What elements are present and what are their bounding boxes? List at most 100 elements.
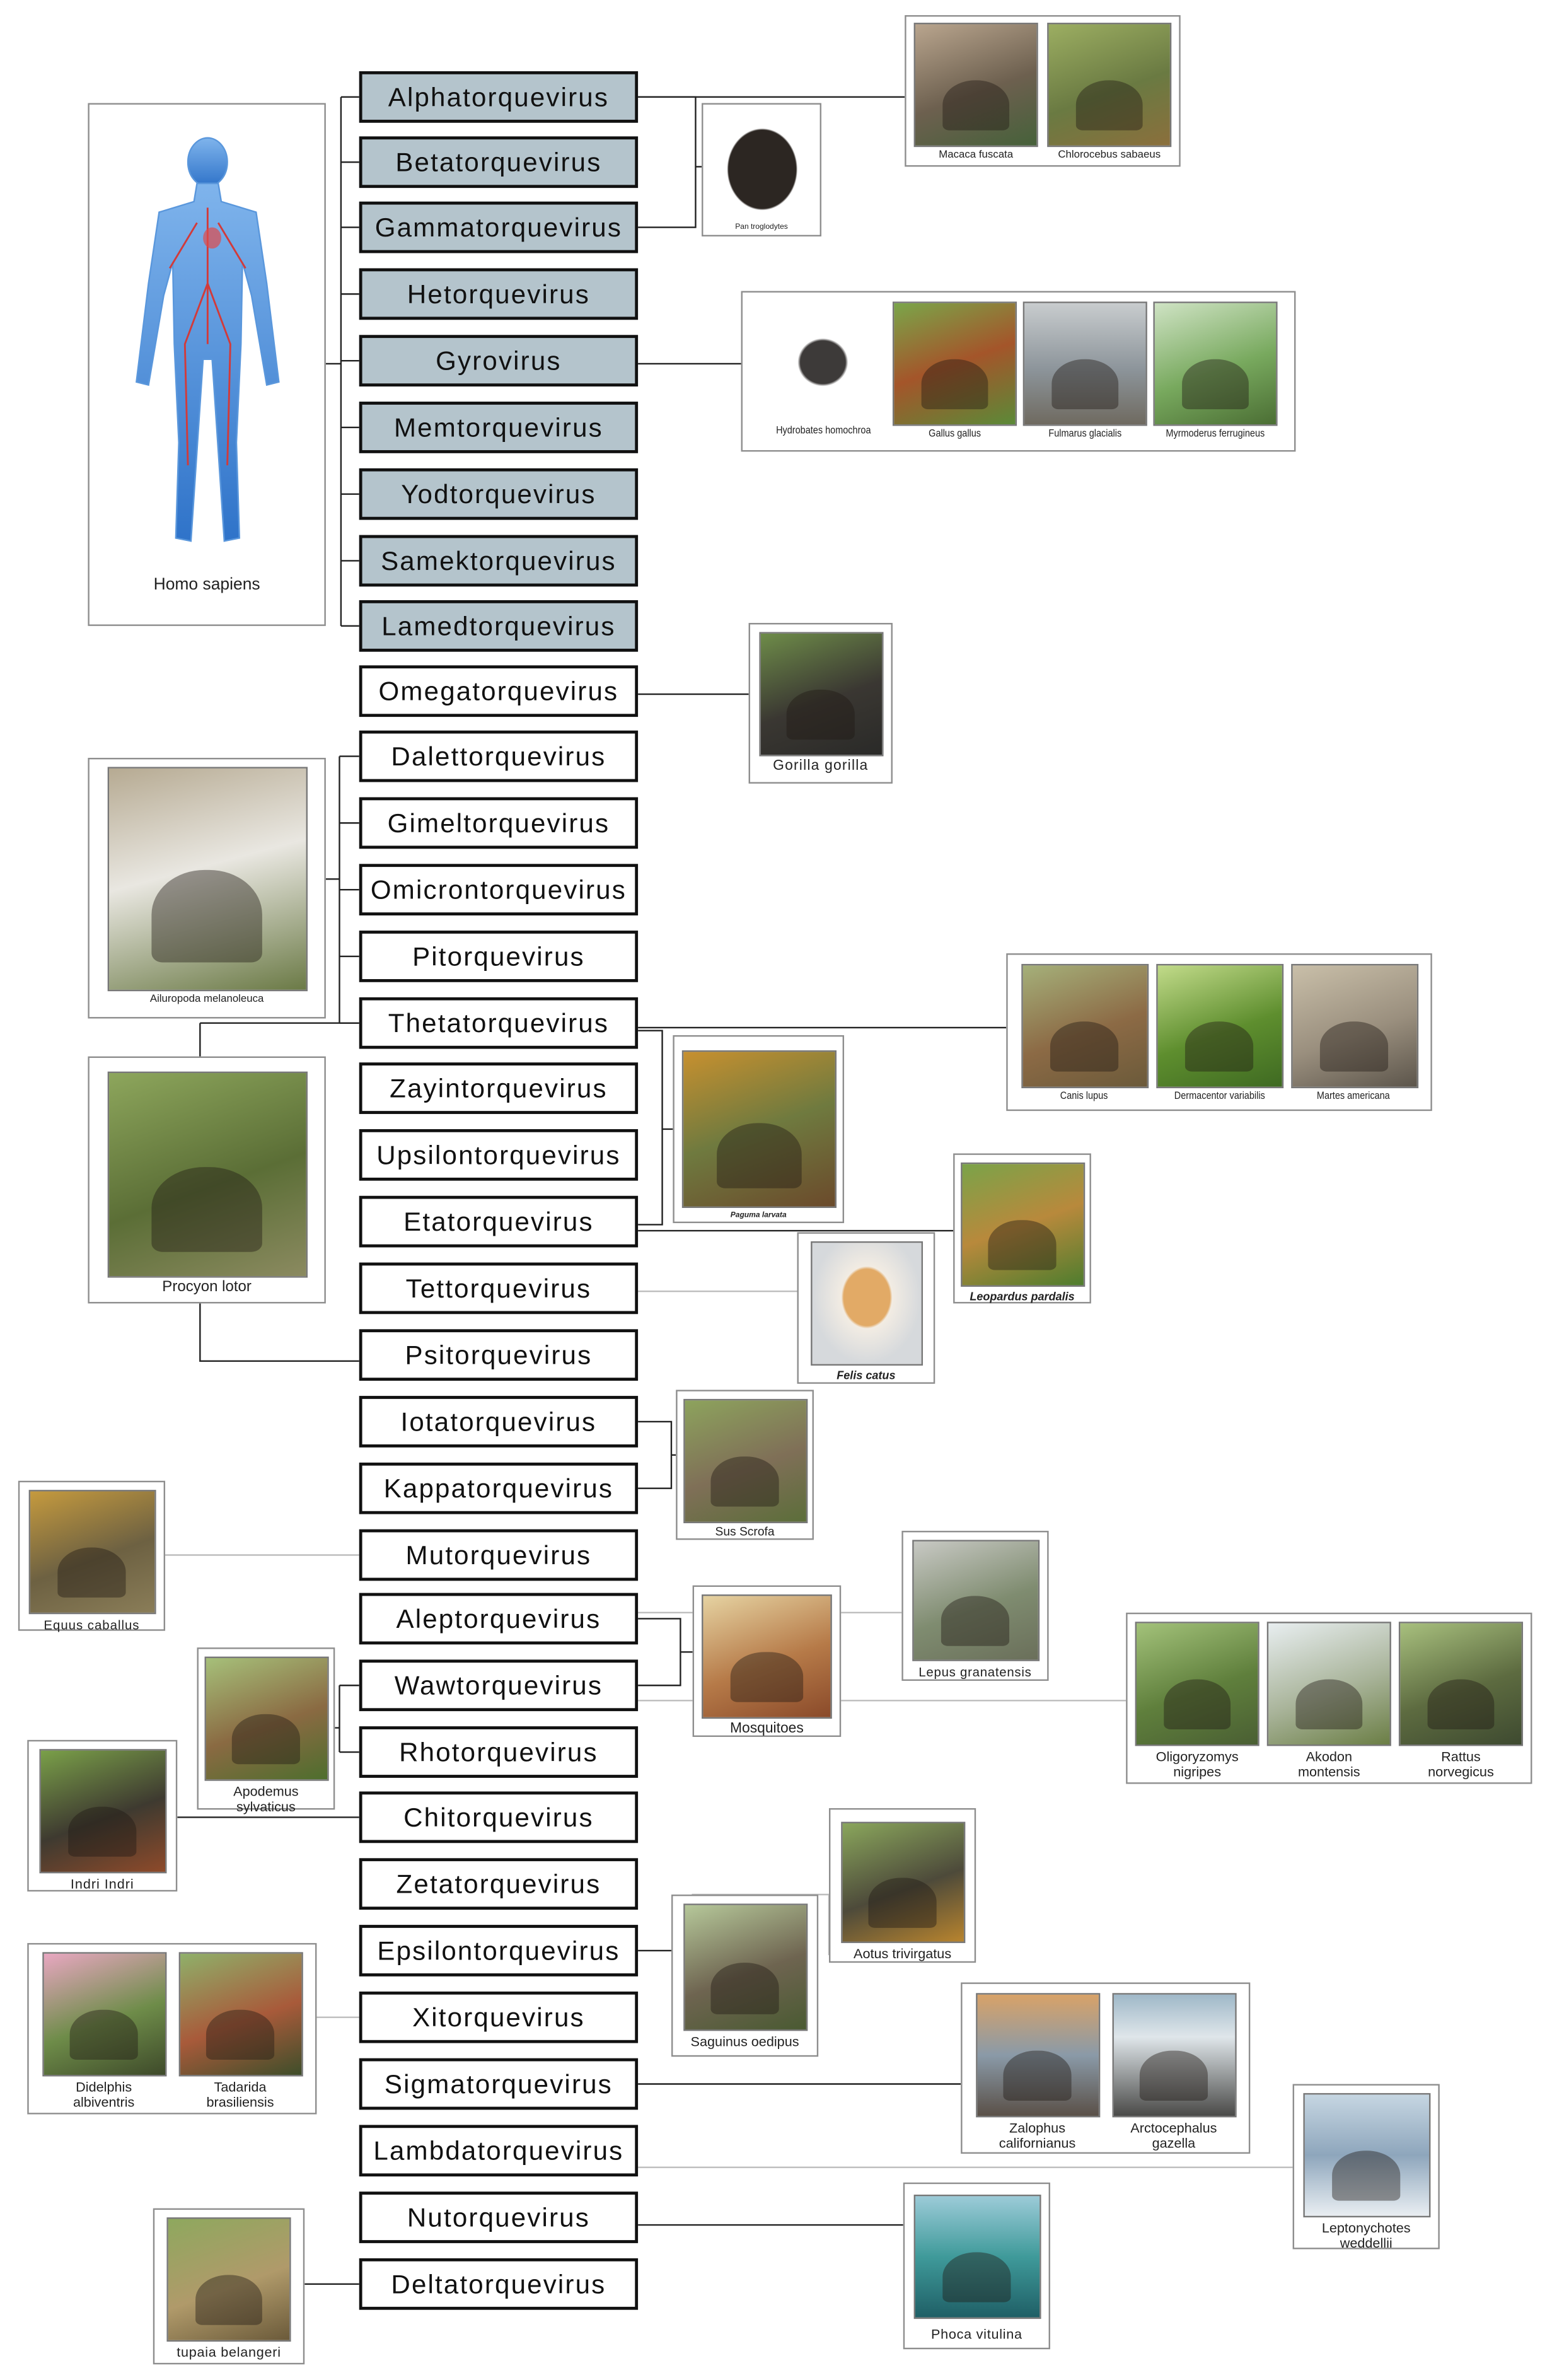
photo-felis-catus <box>809 1241 922 1366</box>
photo-canis-lupus <box>1021 963 1149 1089</box>
host-label-felis-catus: Felis catus <box>837 1368 896 1383</box>
host-card-saguinus-oedipus: Saguinus oedipus <box>671 1895 819 2057</box>
host-label-sus-scrofa: Sus Scrofa <box>715 1524 775 1539</box>
host-label-apodemus-sylvaticus: Apodemus sylvaticus <box>233 1784 299 1814</box>
photo-sus-scrofa <box>683 1398 808 1524</box>
host-label-gallus-gallus: Gallus gallus <box>929 429 981 440</box>
host-card-sus-scrofa: Sus Scrofa <box>676 1390 814 1540</box>
genus-box-yodtorquevirus: Yodtorquevirus <box>359 468 639 520</box>
photo-zalophus-californianus <box>975 1993 1100 2118</box>
host-label-martes-americana: Martes americana <box>1317 1091 1391 1102</box>
genus-box-betatorquevirus: Betatorquevirus <box>359 136 639 189</box>
host-card-pan-troglodytes: Pan troglodytes <box>702 103 821 237</box>
host-label-paguma-larvata: Paguma larvata <box>730 1210 787 1221</box>
photo-leopardus-pardalis <box>959 1162 1085 1287</box>
host-card-rodents: Oligoryzomys nigripes Akodon montensis R… <box>1126 1612 1532 1784</box>
photo-arctocephalus-gazella <box>1111 1993 1236 2118</box>
host-label-equus-caballus: Equus caballus <box>43 1617 140 1633</box>
genus-box-lamedtorquevirus: Lamedtorquevirus <box>359 600 639 652</box>
genus-box-zayintorquevirus: Zayintorquevirus <box>359 1062 639 1114</box>
host-card-sea-lions: Zalophus californianus Arctocephalus gaz… <box>961 1982 1251 2154</box>
genus-box-dalettorquevirus: Dalettorquevirus <box>359 730 639 782</box>
genus-box-hetorquevirus: Hetorquevirus <box>359 268 639 320</box>
genus-box-memtorquevirus: Memtorquevirus <box>359 402 639 453</box>
host-card-lepus-granatensis: Lepus granatensis <box>901 1531 1049 1681</box>
photo-lepus-granatensis <box>912 1540 1039 1661</box>
host-label-indri-indri: Indri Indri <box>70 1876 134 1892</box>
genus-box-chitorquevirus: Chitorquevirus <box>359 1791 639 1843</box>
human-body-figure <box>134 137 279 542</box>
host-label-macaca-fuscata: Macaca fuscata <box>939 149 1014 161</box>
host-card-wolf-group: Canis lupus Dermacentor variabilis Marte… <box>1006 953 1432 1112</box>
host-label-aotus-trivirgatus: Aotus trivirgatus <box>854 1946 952 1961</box>
host-card-tupaia-belangeri: tupaia belangeri <box>153 2208 305 2365</box>
host-label-pan-troglodytes: Pan troglodytes <box>735 223 788 232</box>
genus-box-aleptorquevirus: Aleptorquevirus <box>359 1593 639 1645</box>
genus-box-alphatorquevirus: Alphatorquevirus <box>359 71 639 123</box>
host-label-fulmarus-glacialis: Fulmarus glacialis <box>1048 429 1122 440</box>
photo-myrmoderus-ferrugineus <box>1153 301 1278 426</box>
host-card-monkeys: Macaca fuscata Chlorocebus sabaeus <box>905 15 1181 167</box>
genus-box-samektorquevirus: Samektorquevirus <box>359 535 639 587</box>
photo-ailuropoda-melanoleuca <box>107 767 307 992</box>
host-label-akodon-montensis: Akodon montensis <box>1297 1749 1360 1780</box>
photo-gorilla-gorilla <box>758 632 883 757</box>
host-card-gorilla-gorilla: Gorilla gorilla <box>748 623 893 784</box>
photo-chlorocebus-sabaeus <box>1047 23 1172 148</box>
genus-box-psitorquevirus: Psitorquevirus <box>359 1329 639 1381</box>
host-label-leptonychotes-weddellii: Leptonychotes weddellii <box>1321 2220 1411 2251</box>
host-card-ailuropoda-melanoleuca: Ailuropoda melanoleuca <box>88 758 326 1019</box>
host-label-rattus-norvegicus: Rattus norvegicus <box>1428 1749 1494 1780</box>
genus-box-upsilontorquevirus: Upsilontorquevirus <box>359 1129 639 1181</box>
photo-fulmarus-glacialis <box>1022 301 1147 426</box>
photo-tadarida-brasiliensis <box>178 1952 303 2077</box>
photo-mosquitoes <box>702 1594 832 1719</box>
host-card-equus-caballus: Equus caballus <box>18 1480 166 1633</box>
host-label-tadarida-brasiliensis: Tadarida brasiliensis <box>206 2079 274 2110</box>
genus-box-gammatorquevirus: Gammatorquevirus <box>359 201 639 253</box>
genus-box-tettorquevirus: Tettorquevirus <box>359 1262 639 1315</box>
genus-box-mutorquevirus: Mutorquevirus <box>359 1529 639 1581</box>
host-label-saguinus-oedipus: Saguinus oedipus <box>690 2034 799 2050</box>
host-card-homo-sapiens: Homo sapiens <box>88 103 326 626</box>
host-card-marsupial-bat: Didelphis albiventris Tadarida brasilien… <box>27 1942 317 2115</box>
photo-equus-caballus <box>28 1490 156 1615</box>
genus-box-xitorquevirus: Xitorquevirus <box>359 1991 639 2043</box>
photo-pan-troglodytes <box>708 107 815 220</box>
host-label-mosquitoes: Mosquitoes <box>730 1720 804 1737</box>
genus-box-kappatorquevirus: Kappatorquevirus <box>359 1462 639 1514</box>
genus-box-wawtorquevirus: Wawtorquevirus <box>359 1659 639 1712</box>
genus-box-zetatorquevirus: Zetatorquevirus <box>359 1858 639 1910</box>
genus-box-gyrovirus: Gyrovirus <box>359 335 639 387</box>
host-label-procyon-lotor: Procyon lotor <box>162 1279 252 1296</box>
genus-box-rhotorquevirus: Rhotorquevirus <box>359 1726 639 1778</box>
host-label-dermacentor-variabilis: Dermacentor variabilis <box>1174 1091 1265 1102</box>
host-label-arctocephalus-gazella: Arctocephalus gazella <box>1130 2120 1217 2151</box>
photo-apodemus-sylvaticus <box>204 1656 328 1781</box>
host-label-zalophus-californianus: Zalophus californianus <box>999 2120 1076 2151</box>
host-label-chlorocebus-sabaeus: Chlorocebus sabaeus <box>1058 149 1161 161</box>
host-label-leopardus-pardalis: Leopardus pardalis <box>970 1289 1075 1304</box>
photo-dermacentor-variabilis <box>1155 963 1283 1089</box>
photo-indri-indri <box>38 1749 166 1874</box>
genus-box-deltatorquevirus: Deltatorquevirus <box>359 2258 639 2310</box>
genus-box-sigmatorquevirus: Sigmatorquevirus <box>359 2058 639 2110</box>
photo-martes-americana <box>1290 963 1418 1089</box>
photo-macaca-fuscata <box>913 23 1038 148</box>
host-card-felis-catus: Felis catus <box>797 1232 935 1384</box>
photo-rattus-norvegicus <box>1398 1622 1524 1746</box>
host-card-leopardus-pardalis: Leopardus pardalis <box>953 1153 1091 1304</box>
host-label-didelphis-albiventris: Didelphis albiventris <box>72 2079 135 2110</box>
host-card-paguma-larvata: Paguma larvata <box>673 1035 845 1224</box>
genus-box-omegatorquevirus: Omegatorquevirus <box>359 665 639 717</box>
genus-box-iotatorquevirus: Iotatorquevirus <box>359 1396 639 1448</box>
photo-tupaia-belangeri <box>166 2217 291 2342</box>
host-label-canis-lupus: Canis lupus <box>1060 1091 1108 1102</box>
photo-aotus-trivirgatus <box>840 1821 965 1943</box>
photo-akodon-montensis <box>1266 1622 1391 1746</box>
photo-phoca-vitulina <box>913 2194 1041 2319</box>
genus-box-lambdatorquevirus: Lambdatorquevirus <box>359 2125 639 2177</box>
genus-box-pitorquevirus: Pitorquevirus <box>359 931 639 982</box>
host-label-lepus-granatensis: Lepus granatensis <box>918 1664 1032 1680</box>
